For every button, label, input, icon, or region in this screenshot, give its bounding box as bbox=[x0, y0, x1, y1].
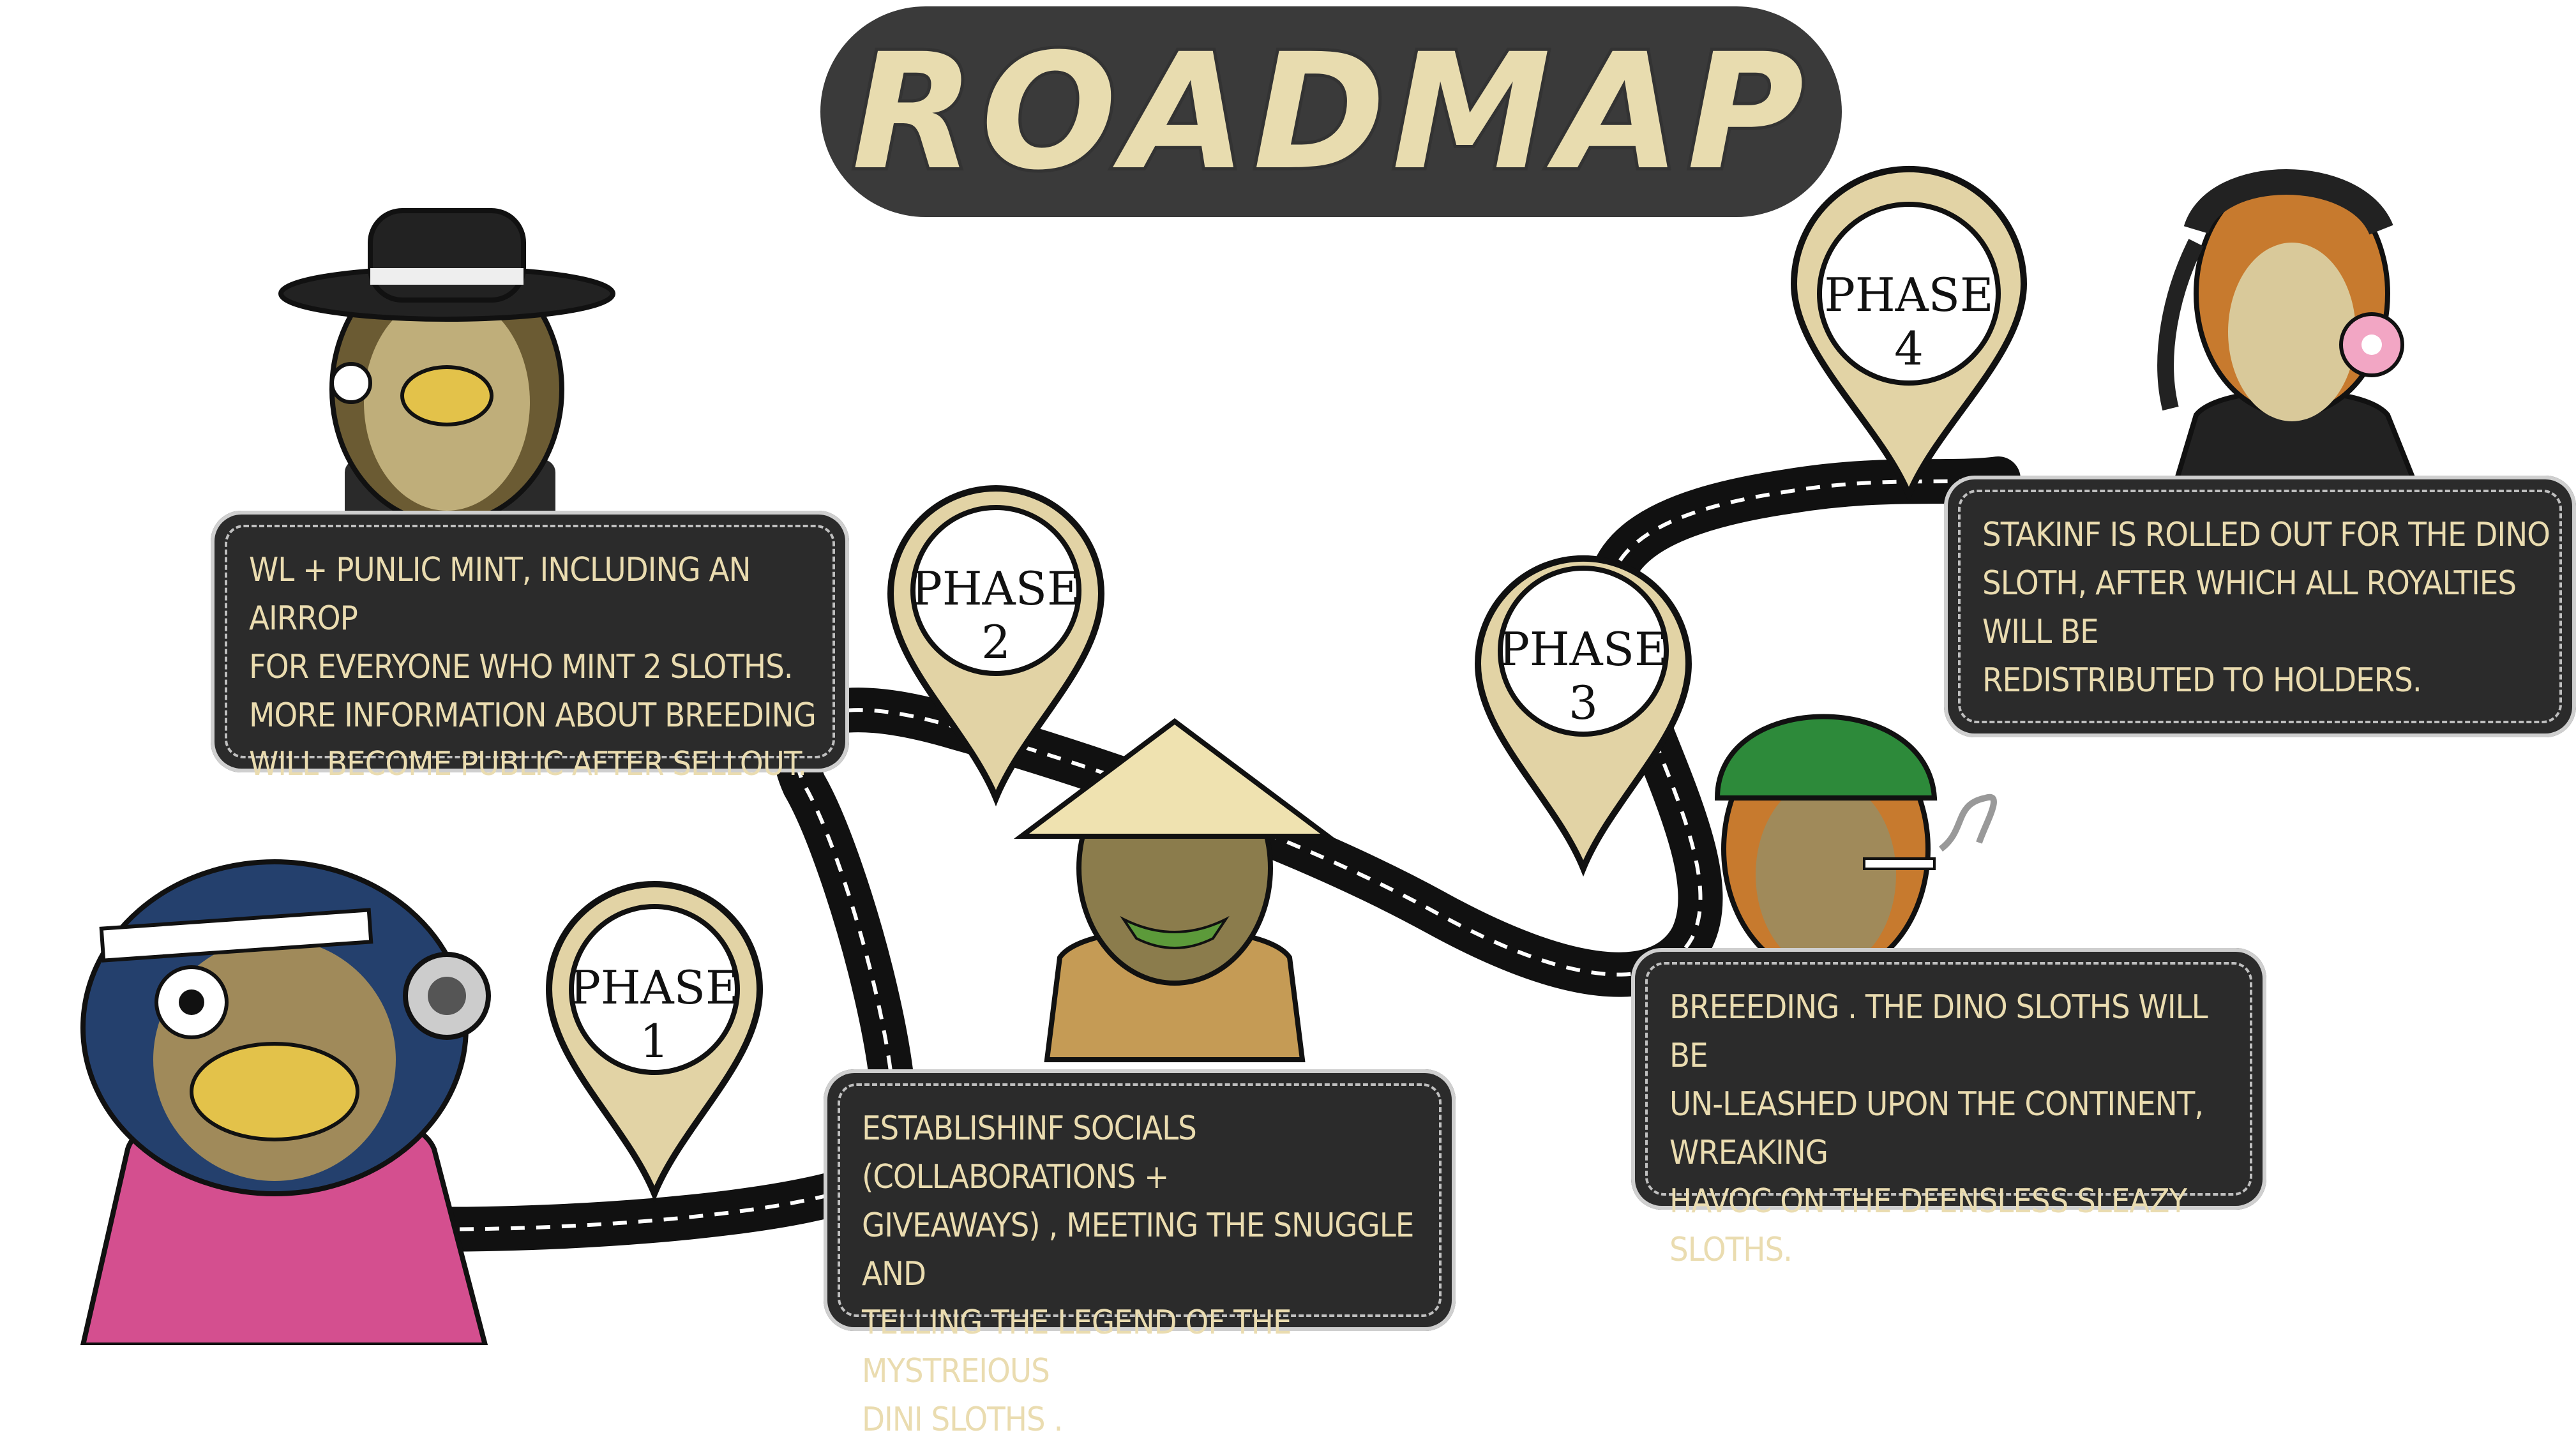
phase-4-card: STAKINF IS ROLLED OUT FOR THE DINO SLOTH… bbox=[1944, 476, 2576, 737]
phase-4-pin bbox=[1790, 166, 2028, 504]
page-title: ROADMAP bbox=[848, 16, 1811, 208]
phase-2-label: PHASE 2 bbox=[911, 562, 1081, 669]
sloth-fedora-illustration bbox=[278, 208, 615, 530]
phase-3-pin bbox=[1474, 555, 1692, 877]
phase-1-card: ESTABLISHINF SOCIALS (COLLABORATIONS + G… bbox=[824, 1069, 1456, 1439]
phase-3-card: BREEEDING . THE DINO SLOTHS WILL BE UN-L… bbox=[1631, 948, 2266, 1269]
phase-1-description: ESTABLISHINF SOCIALS (COLLABORATIONS + G… bbox=[862, 1109, 1414, 1439]
road-illustration bbox=[80, 166, 2417, 1345]
phase-1-label: PHASE 1 bbox=[569, 961, 739, 1068]
phase-4-description: STAKINF IS ROLLED OUT FOR THE DINO SLOTH… bbox=[1982, 516, 2550, 700]
phase-3-label: PHASE 3 bbox=[1498, 622, 1668, 730]
phase-2-card: WL + PUNLIC MINT, INCLUDING AN AIRROP FO… bbox=[211, 511, 849, 783]
sloth-dreadlocks-donut-illustration bbox=[2157, 169, 2417, 481]
sloth-headband-kimono-illustration bbox=[80, 859, 491, 1345]
phase-1-pin bbox=[545, 881, 764, 1203]
sloth-green-cap-smoking-illustration bbox=[1707, 714, 1997, 999]
title-pill bbox=[820, 6, 1842, 217]
phase-2-pin bbox=[887, 485, 1105, 807]
phase-2-description: WL + PUNLIC MINT, INCLUDING AN AIRROP FO… bbox=[249, 551, 817, 783]
sloth-conical-hat-illustration bbox=[1014, 718, 1336, 1062]
phase-4-label: PHASE 4 bbox=[1824, 268, 1994, 375]
roadmap-canvas: ROADMAP PHASE 1 PHASE 2 PHASE 3 PHASE 4 … bbox=[80, 6, 2576, 1439]
phase-3-description: BREEEDING . THE DINO SLOTHS WILL BE UN-L… bbox=[1669, 988, 2208, 1269]
title-container: ROADMAP bbox=[820, 6, 1842, 217]
